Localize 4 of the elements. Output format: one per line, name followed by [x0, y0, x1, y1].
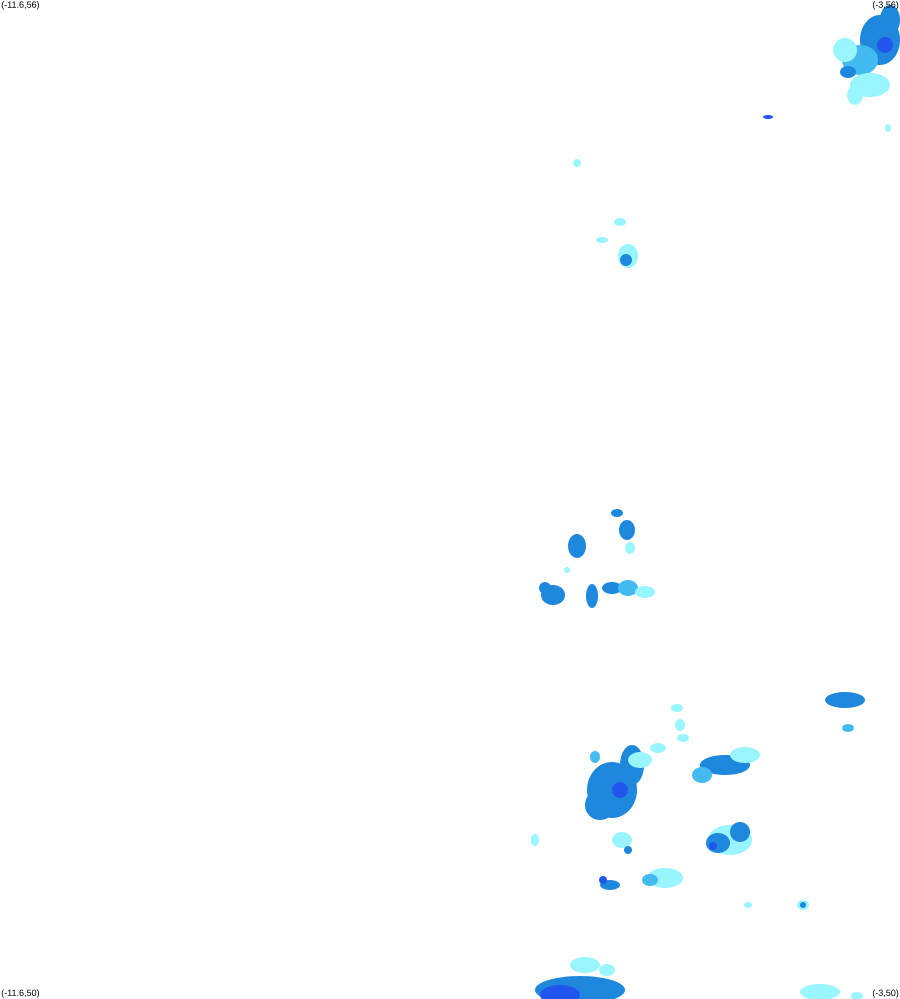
coordinate-label: (-3,56) [872, 1, 898, 10]
coordinate-label: (-11.6,56) [2, 1, 39, 10]
coordinate-label: (-3,50) [872, 989, 898, 998]
coordinate-label: (-11.6,50) [2, 989, 39, 998]
